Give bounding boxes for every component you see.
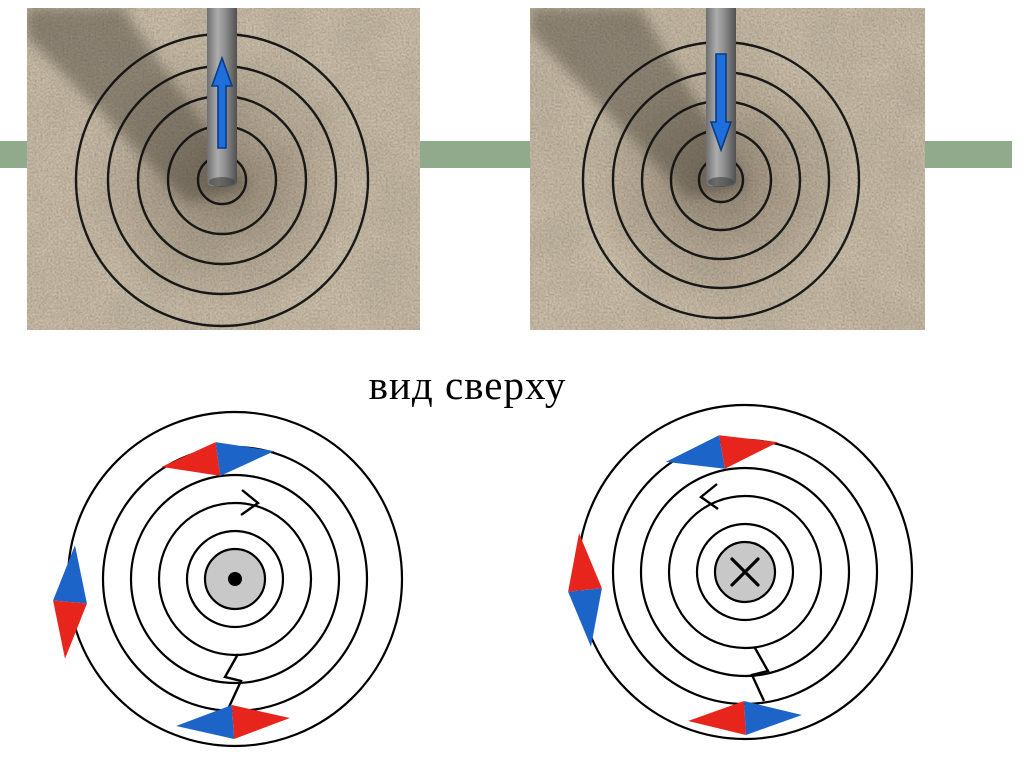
current-arrow-down-icon bbox=[709, 53, 733, 153]
photo-current-up bbox=[27, 2, 420, 330]
needle-half-blue bbox=[568, 588, 602, 647]
photo-current-up-svg bbox=[27, 2, 420, 330]
diagram-current-in-svg bbox=[568, 403, 914, 741]
current-arrow-up-icon bbox=[210, 55, 234, 149]
needle-half-red bbox=[719, 435, 779, 469]
needle-half-blue bbox=[744, 701, 802, 735]
diagram-current-out-svg bbox=[53, 410, 404, 748]
compass-needle-bottom bbox=[688, 701, 802, 735]
needle-half-red bbox=[53, 600, 87, 659]
needle-half-red bbox=[161, 442, 221, 476]
photo-current-down-svg bbox=[530, 2, 925, 330]
current-in-cross-icon bbox=[730, 557, 760, 587]
wire-rod-tip bbox=[708, 177, 734, 187]
top-view-diagram-current-in bbox=[555, 398, 945, 763]
photo-current-down bbox=[530, 2, 925, 330]
needle-half-blue bbox=[176, 705, 235, 739]
needle-half-red bbox=[568, 533, 602, 592]
page-title: вид сверху bbox=[368, 362, 567, 408]
compass-needle-top bbox=[665, 435, 779, 469]
wire-shadow bbox=[530, 8, 748, 198]
wire-rod-tip bbox=[209, 177, 235, 187]
needle-half-red bbox=[688, 701, 746, 735]
compass-needle-left bbox=[568, 533, 602, 647]
compass-needle-bottom bbox=[176, 705, 290, 739]
field-direction-arrow bbox=[223, 653, 243, 708]
field-direction-arrow bbox=[750, 647, 770, 702]
top-view-diagram-current-out bbox=[45, 402, 425, 767]
current-out-dot-icon bbox=[228, 572, 242, 586]
field-direction-arrow bbox=[240, 489, 260, 516]
wire-shadow bbox=[27, 8, 249, 203]
needle-half-blue bbox=[665, 435, 725, 469]
compass-needle-top bbox=[161, 442, 275, 476]
compass-needle-left bbox=[53, 545, 87, 659]
field-direction-arrow bbox=[699, 483, 719, 510]
needle-half-red bbox=[231, 705, 290, 739]
needle-half-blue bbox=[53, 545, 87, 604]
needle-half-blue bbox=[215, 442, 275, 476]
